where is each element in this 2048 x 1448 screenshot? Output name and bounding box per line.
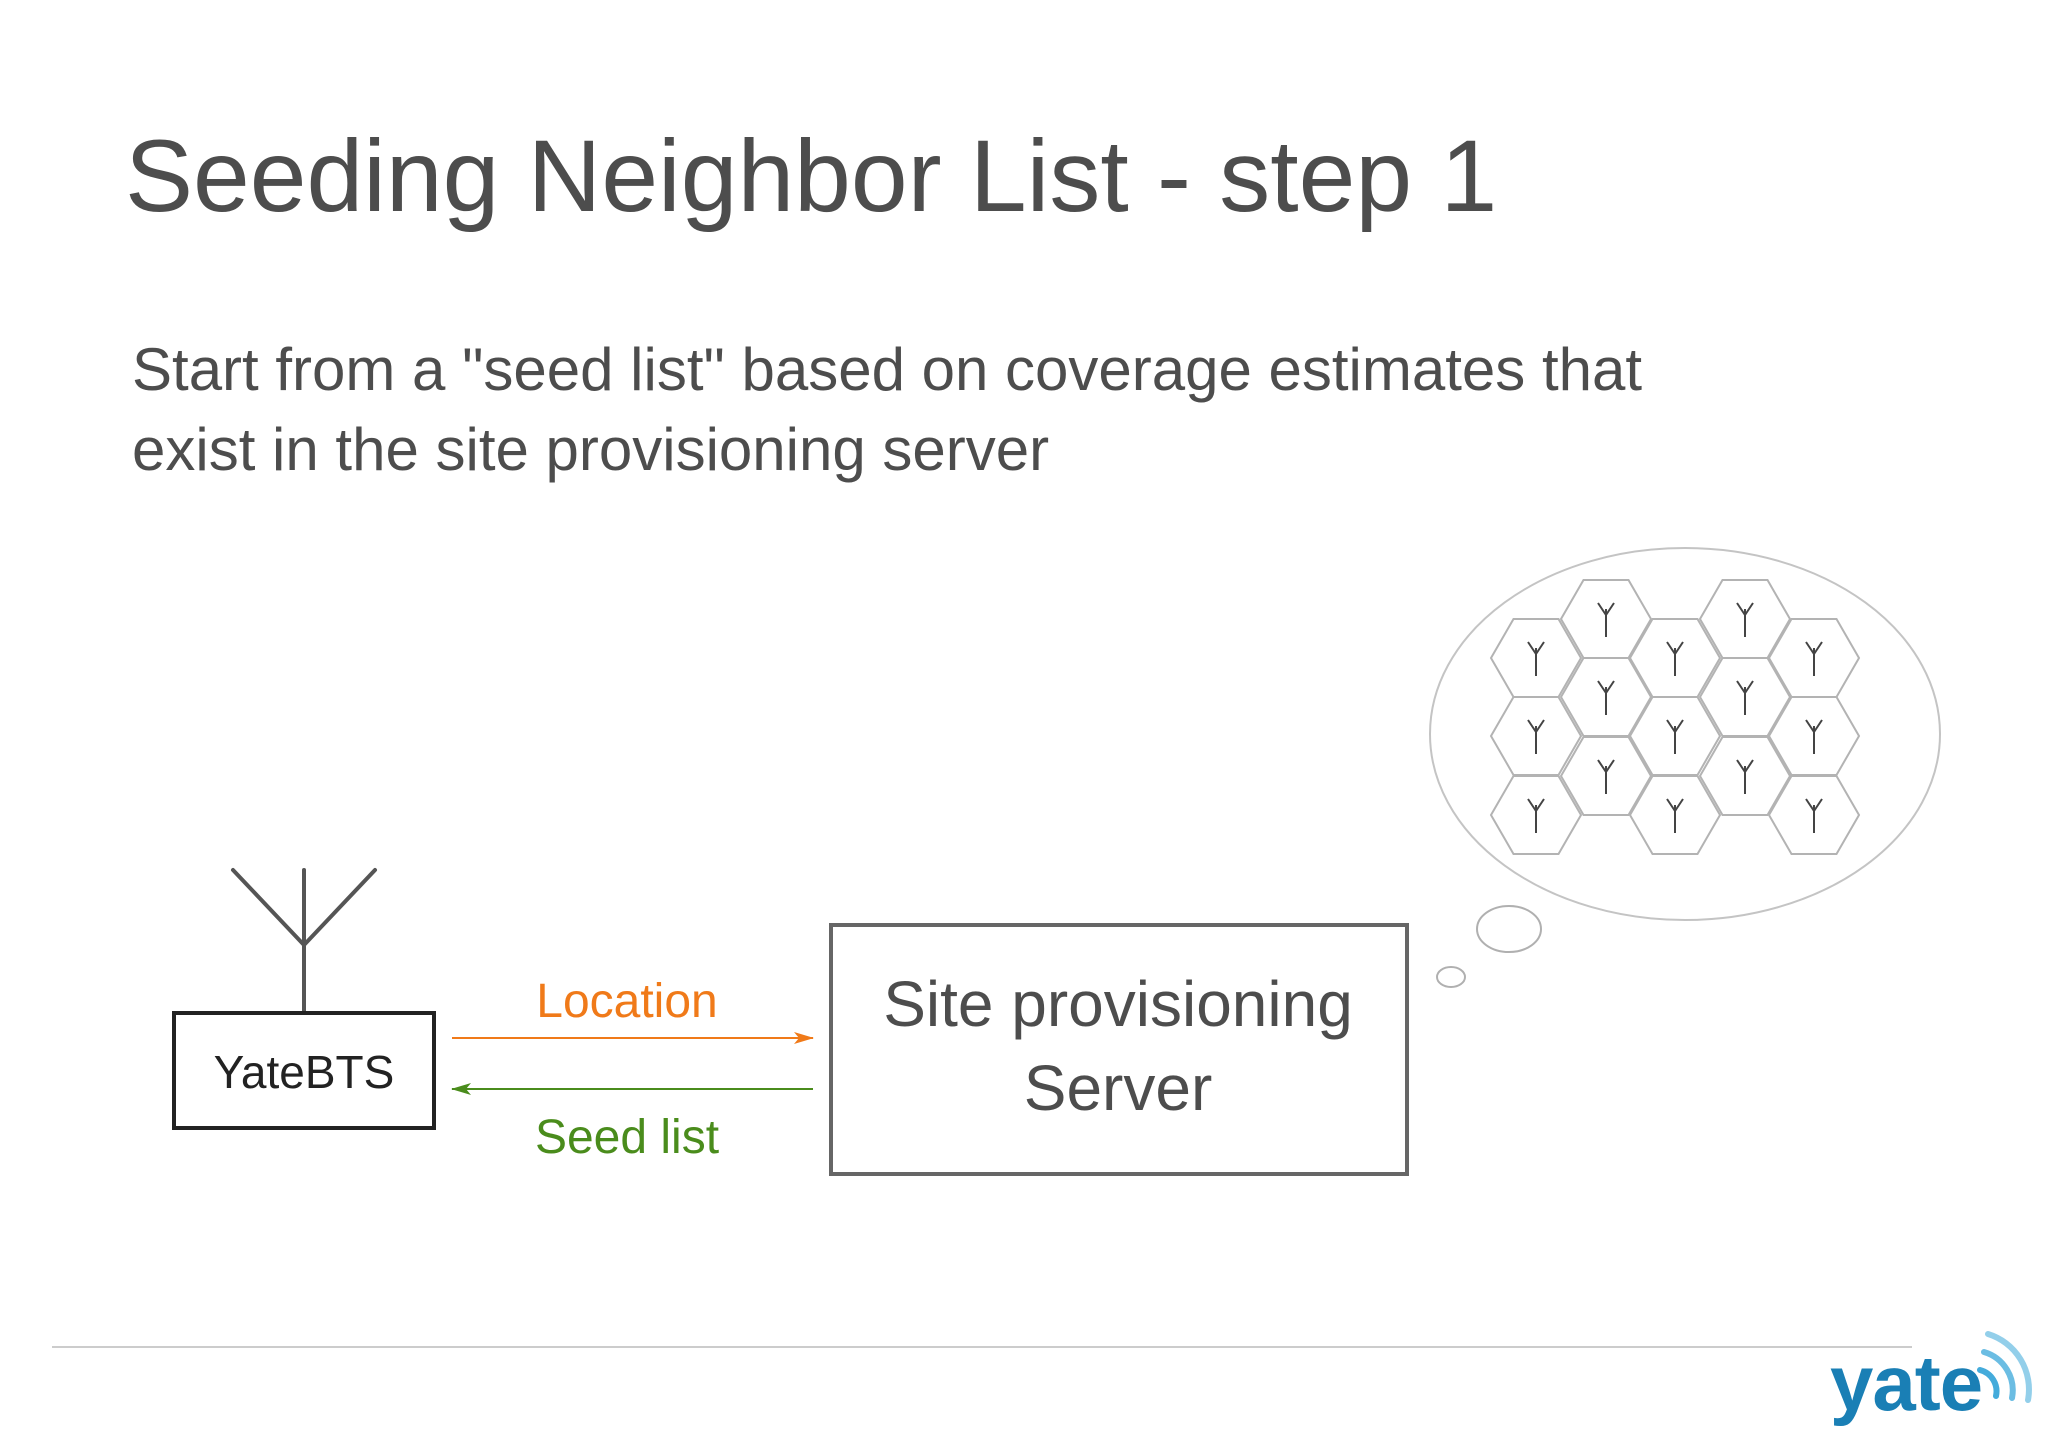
hexagon-cell-icon [1559, 736, 1653, 816]
cell-antenna-icon [1805, 719, 1823, 754]
body-line-2: exist in the site provisioning server [132, 416, 1050, 483]
hexagon-cell-icon [1489, 696, 1583, 776]
body-line-1: Start from a "seed list" based on covera… [132, 336, 1643, 403]
slide-title: Seeding Neighbor List - step 1 [125, 119, 1498, 233]
server-box [829, 923, 1409, 1176]
cell-antenna-icon [1736, 759, 1754, 794]
hexagon-cell-icon [1698, 657, 1792, 737]
cell-antenna-icon [1805, 641, 1823, 676]
thought-bubble-dot-small [1436, 966, 1466, 988]
hexagon-cell-icon [1628, 775, 1722, 855]
bts-label: YateBTS [214, 1046, 395, 1098]
cell-antenna-icon [1805, 798, 1823, 833]
hexagon-cell-icon [1559, 657, 1653, 737]
seed-list-label: Seed list [535, 1111, 719, 1164]
hex-grid [1489, 579, 1861, 855]
cell-antenna-icon [1597, 680, 1615, 715]
location-label: Location [536, 975, 717, 1028]
cell-antenna-icon [1527, 798, 1545, 833]
bts-box [172, 1011, 436, 1130]
yate-logo: yate [1820, 1310, 2040, 1440]
cell-antenna-icon [1527, 641, 1545, 676]
server-label-line-2: Server [1024, 1052, 1213, 1124]
cell-antenna-icon [1666, 719, 1684, 754]
hexagon-cell-icon [1767, 696, 1861, 776]
hexagon-cell-icon [1698, 736, 1792, 816]
cell-antenna-icon [1666, 641, 1684, 676]
footer-rule [52, 1346, 1912, 1348]
hexagon-cell-icon [1767, 775, 1861, 855]
cell-antenna-icon [1597, 759, 1615, 794]
cell-antenna-icon [1736, 602, 1754, 637]
slide-body: Start from a "seed list" based on covera… [132, 330, 1832, 490]
server-label-line-1: Site provisioning [883, 968, 1353, 1040]
logo-text: yate [1830, 1339, 1983, 1427]
cell-antenna-icon [1597, 602, 1615, 637]
cell-antenna-icon [1736, 680, 1754, 715]
hexagon-cell-icon [1767, 618, 1861, 698]
thought-bubble-dot-large [1476, 905, 1542, 953]
cell-antenna-icon [1666, 798, 1684, 833]
thought-bubble-icon [1429, 547, 1941, 988]
hexagon-cell-icon [1628, 618, 1722, 698]
antenna-icon [231, 868, 377, 1015]
cell-antenna-icon [1527, 719, 1545, 754]
hexagon-cell-icon [1489, 775, 1583, 855]
hexagon-cell-icon [1628, 696, 1722, 776]
signal-waves-icon [1977, 1331, 2032, 1403]
